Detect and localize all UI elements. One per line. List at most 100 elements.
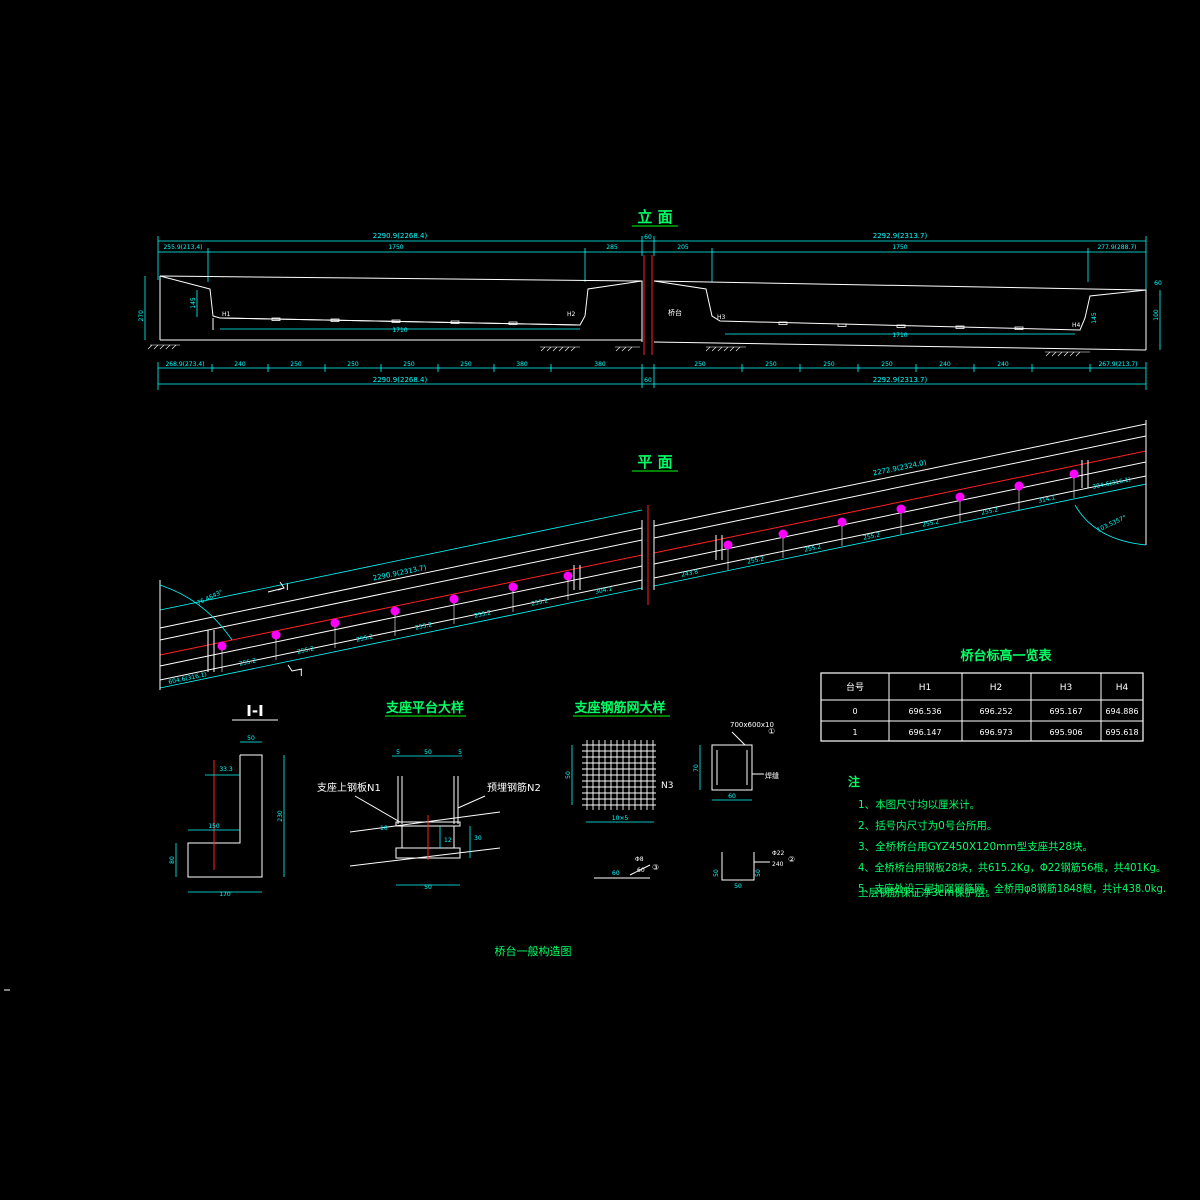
elev-top-dim-right: 2292.9(2313.7) [873, 232, 928, 240]
table-header: H4 [1116, 683, 1129, 693]
section-dim: 50 [247, 735, 255, 742]
plate-callout: ① [768, 727, 775, 736]
elev-inner-dim-left: 1710 [392, 327, 407, 334]
plan-title: 平 面 [637, 453, 672, 471]
weld-label: 焊缝 [765, 771, 779, 780]
platform-dim: 5 [458, 749, 462, 756]
platform-dim: 50 [424, 884, 432, 891]
bar-large-length: 240 [772, 861, 784, 868]
table-cell: 694.886 [1105, 707, 1138, 716]
elev-span-dim: 268.9(273.4) [165, 361, 204, 368]
bearing-mesh-title: 支座钢筋网大样 [573, 700, 665, 716]
note-item: 2、括号内尺寸为0号台所用。 [858, 819, 997, 832]
elev-label-h3: H3 [717, 314, 726, 321]
bar-large-dim: 50 [713, 869, 720, 877]
plan-dim: 255.2 [297, 645, 315, 655]
bar-small-callout: ③ [652, 863, 659, 872]
platform-dim: 12 [444, 837, 452, 844]
plan-dim: 304.1 [595, 585, 613, 595]
table-cell: 696.973 [979, 728, 1012, 737]
elev-span-dim: 250 [881, 361, 893, 368]
elev-span-dim: 240 [939, 361, 951, 368]
elev-sub-dim: 60 [644, 234, 652, 241]
platform-dim: 10 [380, 825, 388, 832]
elev-sub-dim: 285 [606, 244, 618, 251]
section-dim: 170 [219, 891, 231, 898]
platform-label-n1: 支座上钢板N1 [317, 781, 381, 794]
platform-dim: 30 [474, 835, 482, 842]
elev-span-dim: 380 [594, 361, 606, 368]
plan-dim: 255.2 [415, 621, 433, 631]
elev-span-dim: 250 [347, 361, 359, 368]
note-item: 上层钢筋保证净3cm保护层。 [858, 886, 996, 899]
bar-large-callout: ② [788, 855, 795, 864]
elev-span-dim: 240 [234, 361, 246, 368]
bar-large-dim: 50 [734, 883, 742, 890]
platform-dim: 50 [424, 749, 432, 756]
elev-sub-dim: 255.9(213.4) [163, 244, 202, 251]
elev-left-height-2: 145 [190, 297, 197, 309]
elev-span-dim: 250 [460, 361, 472, 368]
plan-dim: 243.8 [681, 568, 699, 578]
table-cell: 1 [852, 728, 857, 737]
elev-inner-dim-right: 1710 [892, 332, 907, 339]
elev-bottom-total-right: 2292.9(2313.7) [873, 376, 928, 384]
plan-section-mark: I [300, 669, 303, 679]
rebar-mesh [582, 740, 656, 810]
notes: 注 1、本图尺寸均以厘米计。 2、括号内尺寸为0号台所用。 3、全桥桥台用GYZ… [848, 774, 1166, 899]
table-header: H1 [919, 683, 932, 693]
plate-label: 700x600x10 [730, 721, 774, 729]
table-cell: 696.147 [908, 728, 941, 737]
bar-large-dim: 50 [755, 869, 762, 877]
ground-hatch [147, 344, 1090, 357]
plan-dim: 255.2 [531, 597, 549, 607]
plan-dim: 314.1 [1038, 494, 1056, 504]
plan-dim: 255.2 [804, 543, 822, 553]
table-cell: 0 [852, 707, 857, 716]
elev-bottom-total-mid: 60 [644, 377, 652, 384]
section-dim: 150 [208, 823, 220, 830]
plan-dim: 255.2 [747, 555, 765, 565]
table-header: H3 [1060, 683, 1073, 693]
elev-label-h2: H2 [567, 311, 576, 318]
plate-dim: 70 [693, 764, 700, 772]
elev-sub-dim: 277.9(288.7) [1097, 244, 1136, 251]
mesh-dim: 50 [565, 771, 572, 779]
elev-bottom-total-left: 2290.9(2268.4) [373, 376, 428, 384]
table-cell: 696.536 [908, 707, 941, 716]
elev-span-dim: 250 [290, 361, 302, 368]
elev-span-dim: 267.9(213.7) [1098, 361, 1137, 368]
bar-large-label: Φ22 [772, 850, 785, 857]
section-title: I-I [246, 702, 263, 720]
elev-label-abutment: 桥台 [668, 308, 682, 317]
elevation-table: 桥台标高一览表 台号 H1 H2 H3 H4 0 696.536 696.252… [820, 648, 1144, 742]
elev-label-h4: H4 [1072, 322, 1081, 329]
note-item: 3、全桥桥台用GYZ450X120mm型支座共28块。 [858, 840, 1093, 853]
plan-dim: 255.2 [356, 633, 374, 643]
elev-right-height: 60 [1154, 280, 1162, 287]
plate-dim: 60 [728, 793, 736, 800]
mesh-dim: 10×5 [612, 815, 629, 822]
bearing-platform-view: 支座平台大样 5 50 5 12 30 10 50 支座上钢板N1 预埋钢筋N2 [317, 700, 541, 891]
note-item: 1、本图尺寸均以厘米计。 [858, 798, 980, 811]
note-item: 4、全桥桥台用钢板28块，共615.2Kg，Φ22钢筋56根，共401Kg。 [858, 861, 1166, 874]
elev-sub-dim: 205 [677, 244, 689, 251]
mesh-label-n3: N3 [661, 781, 673, 791]
plan-dim: 255.2 [922, 518, 940, 528]
elev-span-dim: 250 [823, 361, 835, 368]
elev-right-height: 145 [1091, 312, 1098, 324]
elev-span-dim: 240 [997, 361, 1009, 368]
section-ii-view: I-I 50 33.3 150 230 80 170 [169, 702, 285, 898]
plan-dim: 255.2 [863, 531, 881, 541]
elev-top-dim-left: 2290.9(2268.4) [373, 232, 428, 240]
elevation-view: 立 面 2290.9(2268.4) 2292.9(2313.7) 255.9(… [138, 208, 1162, 390]
elev-label-h1: H1 [222, 311, 231, 318]
plan-dim: 255.2 [981, 506, 999, 516]
platform-dim: 5 [396, 749, 400, 756]
table-header: 台号 [846, 681, 864, 693]
elev-span-dim: 250 [694, 361, 706, 368]
section-dim: 33.3 [219, 766, 233, 773]
elev-right-height: 100 [1153, 309, 1160, 321]
bearing-mesh-view: 支座钢筋网大样 N3 10×5 50 700x600x10 ① 焊缝 [565, 700, 795, 890]
